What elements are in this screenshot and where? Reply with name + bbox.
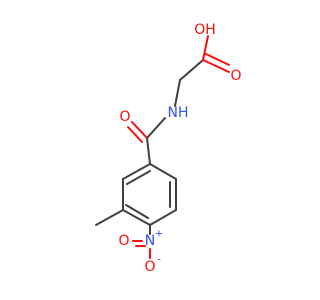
ring-bond-4 [122, 209, 151, 226]
bond-nh-c [146, 117, 166, 139]
ring-bond-6-inner [126, 170, 151, 185]
bond-amide-co-2 [127, 126, 143, 143]
structure-diagram: OH O NH O N + O - O [95, 22, 242, 275]
ring-bond-3 [149, 209, 177, 226]
bond-c-ch2 [179, 59, 204, 81]
bond-methyl [95, 209, 124, 226]
ring-bond-1 [149, 163, 177, 180]
amide-nitrogen-label: NH [168, 105, 189, 121]
bond-c-o-double [202, 59, 230, 73]
bond-ch2-nh [174, 79, 181, 107]
nitro-plus-charge: + [155, 229, 163, 240]
ring-bond-4-inner [125, 204, 149, 219]
bond-c-ring [146, 137, 151, 165]
acid-oxygen-label: O [230, 68, 241, 84]
amide-oxygen-label: O [119, 109, 130, 125]
bond-amide-co [131, 121, 148, 139]
bond-c-o-double-2 [205, 53, 230, 66]
nitro-oxygen-bottom-label: O [144, 259, 155, 275]
bond-c-oh [202, 35, 209, 61]
nitro-minus-charge: - [157, 255, 161, 266]
nitro-oxygen-left-label: O [118, 233, 129, 249]
ring-bond-6 [122, 163, 151, 180]
nitro-nitrogen-label: N [145, 233, 155, 249]
hydroxyl-label: OH [194, 22, 216, 38]
